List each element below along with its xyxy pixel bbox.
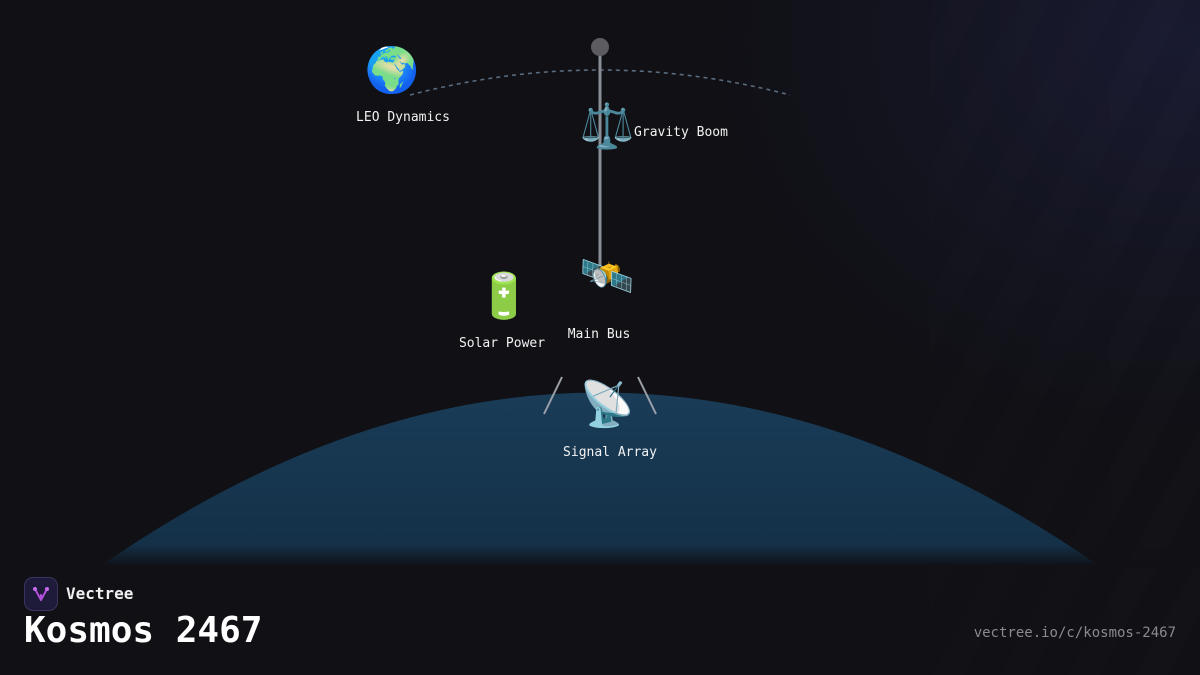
node-label-gravity-boom: Gravity Boom bbox=[634, 125, 728, 140]
vectree-logo-icon bbox=[24, 577, 58, 611]
globe-icon: 🌍 bbox=[364, 45, 420, 96]
gravity-boom-tip-mass bbox=[591, 38, 609, 56]
signal-array-left-antenna bbox=[543, 376, 563, 415]
satellite-icon: 🛰️ bbox=[579, 251, 635, 302]
planet-horizon-fade bbox=[0, 545, 1200, 567]
node-label-main-bus: Main Bus bbox=[567, 327, 631, 342]
planet-surface bbox=[102, 392, 1098, 565]
node-label-leo-dynamics: LEO Dynamics bbox=[356, 110, 450, 125]
node-label-solar-power: Solar Power bbox=[458, 336, 546, 351]
battery-icon: 🔋 bbox=[476, 271, 532, 322]
balance-scale-icon: ⚖️ bbox=[579, 101, 635, 152]
signal-array-right-antenna bbox=[637, 376, 657, 415]
satellite-dish-icon: 📡 bbox=[579, 379, 635, 430]
vectree-logo-mark bbox=[33, 587, 49, 601]
brand-name: Vectree bbox=[66, 584, 134, 603]
page-title: Kosmos 2467 bbox=[24, 610, 263, 651]
node-label-signal-array: Signal Array bbox=[563, 445, 657, 460]
footer-url-link[interactable]: vectree.io/c/kosmos-2467 bbox=[973, 625, 1176, 641]
